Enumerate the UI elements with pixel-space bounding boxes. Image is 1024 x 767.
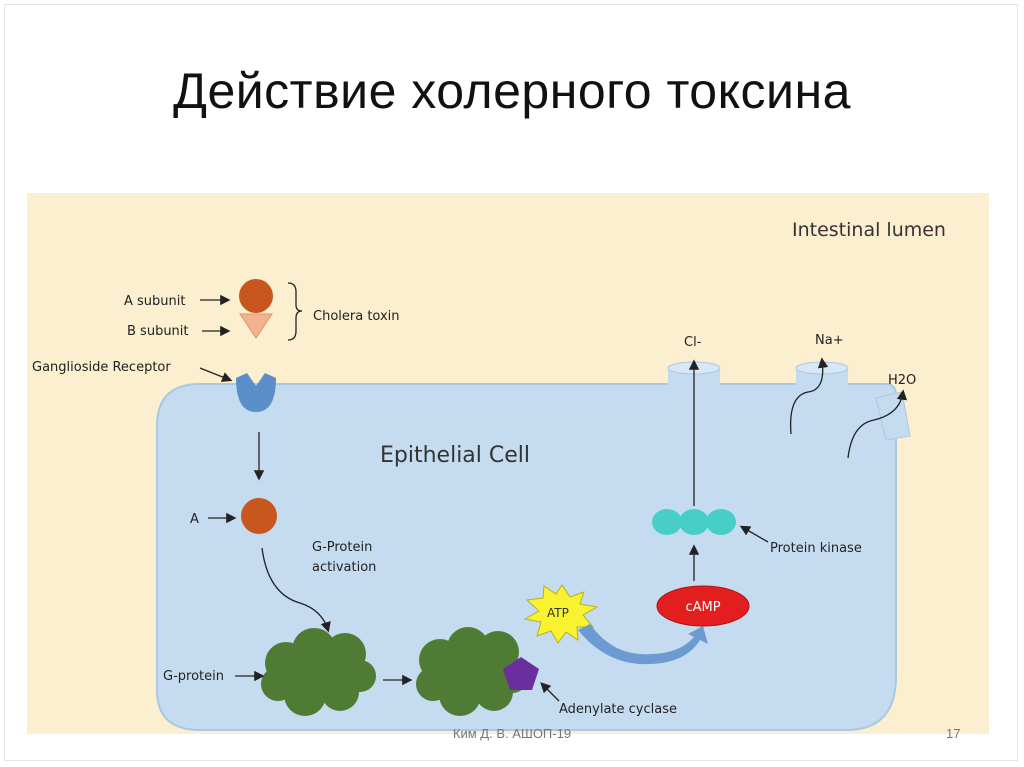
- adenylate-cyclase-arrow: [540, 682, 560, 702]
- g-protein-activation-arrow: [261, 547, 331, 633]
- activated-g-protein-cloud: [416, 627, 529, 716]
- b-subunit-triangle: [239, 313, 273, 339]
- a-subunit-circle: [239, 279, 273, 313]
- camp-label: cAMP: [685, 600, 720, 615]
- na-flow-arrow: [789, 357, 829, 435]
- cholera-toxin-label: Cholera toxin: [313, 309, 400, 324]
- a-label: A: [190, 512, 199, 527]
- a-subunit-label: A subunit: [124, 294, 185, 309]
- atp-starburst: [523, 584, 599, 644]
- h2o-flow-arrow: [847, 389, 908, 459]
- camp-ellipse: [656, 585, 750, 627]
- g-protein-activation-line1: G-Protein: [312, 540, 372, 555]
- g-protein-activation-line2: activation: [312, 560, 376, 575]
- atp-label: ATP: [547, 606, 569, 620]
- a-subunit-inside-circle: [241, 498, 277, 534]
- g-protein-cloud: [261, 628, 376, 716]
- b-subunit-label: B subunit: [127, 324, 189, 339]
- protein-kinase-arrow: [739, 525, 769, 543]
- ganglioside-receptor: [236, 373, 276, 412]
- adenylate-cyclase-label: Adenylate cyclase: [559, 702, 677, 717]
- ganglioside-receptor-label: Ganglioside Receptor: [32, 360, 171, 375]
- slide-title: Действие холерного токсина: [173, 63, 851, 119]
- adenylate-cyclase-pentagon: [503, 657, 539, 690]
- g-protein-label: G-protein: [163, 669, 224, 684]
- protein-kinase-label: Protein kinase: [770, 541, 862, 556]
- water-channel: [875, 391, 911, 441]
- intestinal-lumen-label: Intestinal lumen: [792, 219, 946, 241]
- h2o-label: H2O: [888, 373, 916, 388]
- epithelial-cell-label: Epithelial Cell: [380, 443, 530, 468]
- slide-border: [4, 4, 1018, 761]
- atp-to-camp-curve: [578, 624, 708, 665]
- cl-label: Cl-: [684, 335, 702, 350]
- na-label: Na+: [815, 333, 844, 348]
- ganglioside-receptor-arrow: [199, 367, 233, 382]
- page-number: 17: [946, 726, 961, 741]
- cholera-toxin-bracket: [287, 282, 303, 341]
- footer-author: Ким Д. В. АШОП-19: [452, 726, 572, 741]
- protein-kinase-beads: [652, 509, 736, 535]
